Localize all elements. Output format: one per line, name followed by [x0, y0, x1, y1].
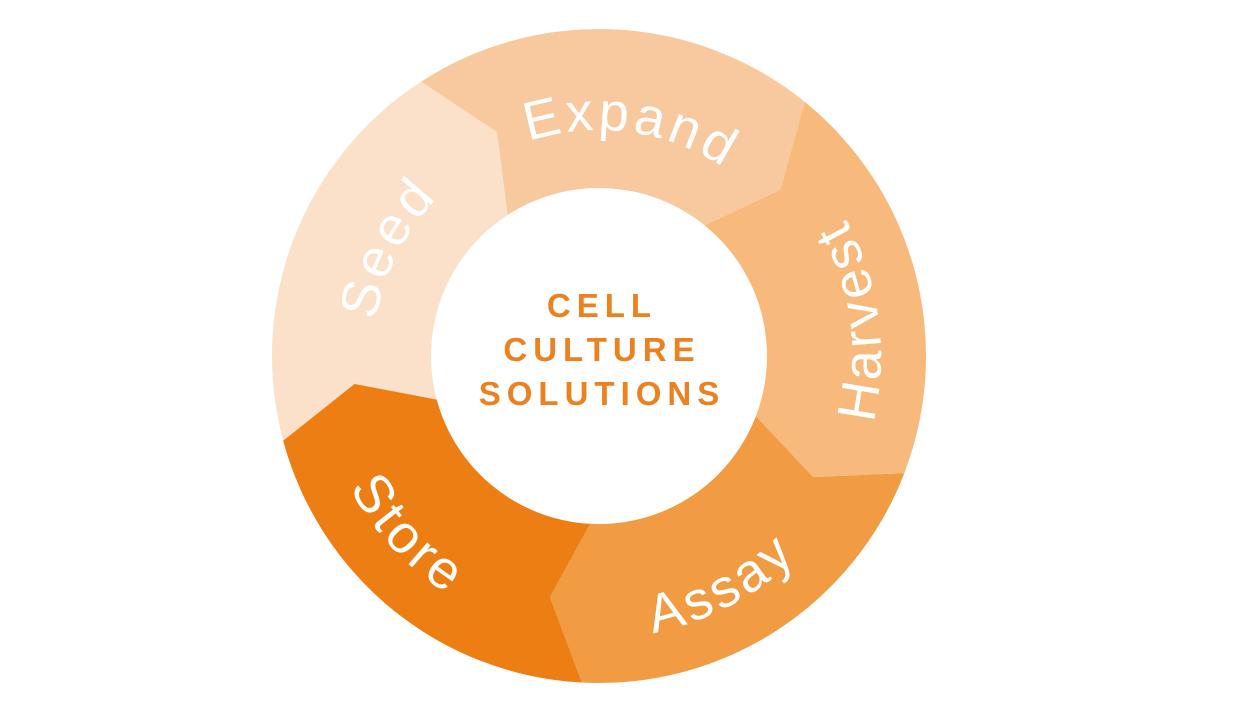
segment-seed: [271, 81, 508, 441]
segment-assay: [549, 416, 905, 683]
center-label-line-2: CULTURE: [503, 331, 701, 368]
center-label-line-3: SOLUTIONS: [478, 375, 726, 412]
segment-harvest: [704, 101, 927, 478]
center-label-line-1: CELL: [546, 287, 658, 324]
center-label: CELL CULTURE SOLUTIONS: [473, 284, 726, 416]
segment-expand: [420, 28, 805, 226]
segment-store: [283, 383, 591, 683]
